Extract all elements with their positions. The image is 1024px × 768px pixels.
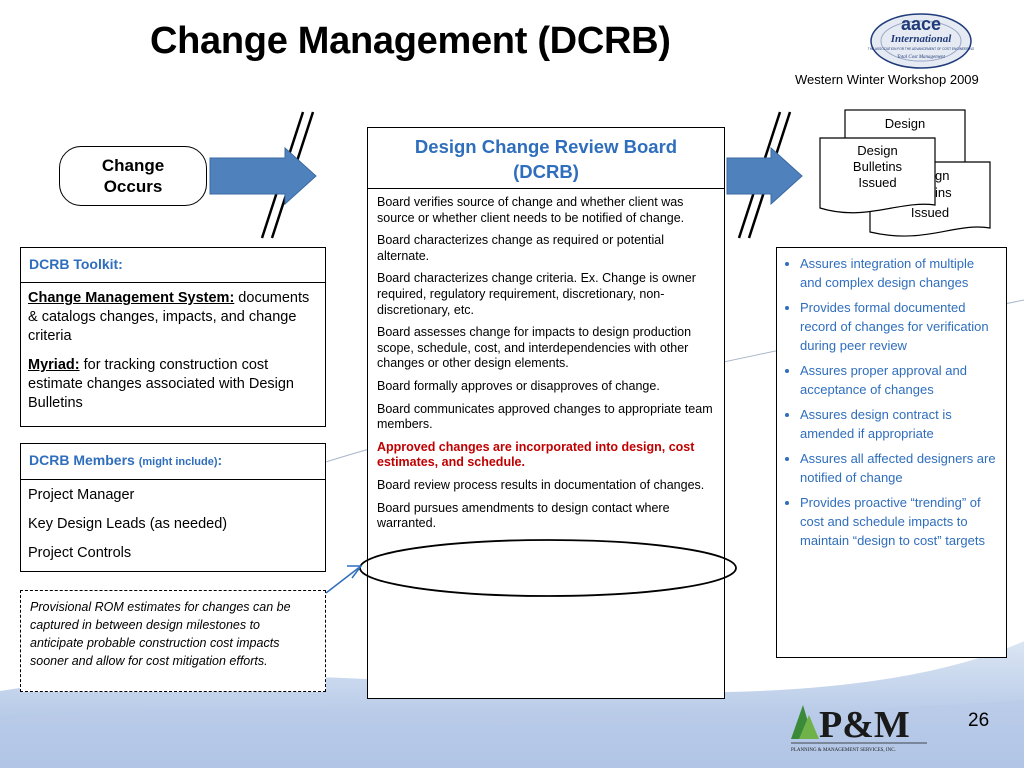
slide-number: 26 <box>968 710 990 731</box>
dcrb-item: Board communicates approved changes to a… <box>377 401 713 432</box>
aace-logo-motto: Total Cost Management <box>897 55 945 60</box>
aace-logo-sub: International <box>890 33 952 45</box>
dcrb-item: Board characterizes change as required o… <box>377 233 664 263</box>
toolkit-item: Myriad: for tracking construction cost e… <box>28 356 318 413</box>
toolkit-box: DCRB Toolkit: Change Management System: … <box>20 247 326 427</box>
toolkit-item: Change Management System: documents & ca… <box>28 289 318 346</box>
toolkit-term: Change Management System: <box>28 290 235 306</box>
dcrb-heading: Design Change Review Board (DCRB) <box>368 128 724 189</box>
pm-logo: P&M PLANNING & MANAGEMENT SERVICES, INC. <box>791 704 927 753</box>
benefits-box: Assures integration of multiple and comp… <box>776 247 1007 658</box>
change-occurs-box: Change Occurs <box>59 146 207 206</box>
pm-logo-sub: PLANNING & MANAGEMENT SERVICES, INC. <box>791 748 896 753</box>
bulletin-front-line: Issued <box>858 175 897 190</box>
aace-logo: aace International THE ASSOCIATION FOR T… <box>868 13 975 69</box>
benefit-item: Assures design contract is amended if ap… <box>800 405 996 443</box>
toolkit-term: Myriad: <box>28 357 80 373</box>
aace-logo-tagline: THE ASSOCIATION FOR THE ADVANCEMENT OF C… <box>868 47 975 51</box>
toolkit-text: for tracking construction cost estimate … <box>28 357 294 411</box>
benefit-item: Provides formal documented record of cha… <box>800 298 996 355</box>
toolkit-heading: DCRB Toolkit: <box>21 248 325 283</box>
dcrb-heading-line2: (DCRB) <box>513 161 579 182</box>
member-item: Project Controls <box>28 545 132 561</box>
change-occurs-line1: Change <box>101 156 165 175</box>
bulletin-front-line: Design <box>857 143 898 158</box>
benefit-item: Assures integration of multiple and comp… <box>800 254 996 292</box>
dcrb-item: Board assesses change for impacts to des… <box>377 325 692 371</box>
dcrb-item: Board pursues amendments to design conta… <box>377 500 670 531</box>
bulletin-back-top: Design <box>884 116 926 131</box>
bulletin-front-line: Bulletins <box>852 159 903 174</box>
dcrb-box: Design Change Review Board (DCRB) Board … <box>367 127 725 699</box>
dcrb-item: Board formally approves or disapproves o… <box>377 378 660 393</box>
benefit-item: Assures proper approval and acceptance o… <box>800 361 996 399</box>
dcrb-item: Board review process results in document… <box>377 477 705 492</box>
rom-note: Provisional ROM estimates for changes ca… <box>20 590 326 692</box>
benefit-item: Provides proactive “trending” of cost an… <box>800 493 996 550</box>
members-heading-small: (might include) <box>138 456 218 468</box>
member-item: Key Design Leads (as needed) <box>28 516 228 532</box>
aace-logo-brand: aace <box>901 14 941 34</box>
bulletin-back-bottom: Issued <box>910 205 950 220</box>
dcrb-heading-line1: Design Change Review Board <box>414 136 678 157</box>
dcrb-item-highlighted: Approved changes are incorporated into d… <box>377 439 695 470</box>
members-heading: DCRB Members (might include): <box>21 444 325 480</box>
bulletin-back-mid: gn <box>935 168 950 183</box>
change-occurs-line2: Occurs <box>103 177 163 196</box>
workshop-label: Western Winter Workshop 2009 <box>795 72 979 87</box>
page-title: Change Management (DCRB) <box>150 20 671 62</box>
dcrb-item: Board characterizes change criteria. Ex.… <box>377 271 696 317</box>
members-box: DCRB Members (might include): Project Ma… <box>20 443 326 572</box>
dcrb-item: Board verifies source of change and whet… <box>377 195 685 225</box>
benefit-item: Assures all affected designers are notif… <box>800 449 996 487</box>
pm-logo-brand: P&M <box>819 704 910 746</box>
toolkit-text: documents & catalogs changes, impacts, a… <box>28 290 310 344</box>
bulletin-back-mid2: ins <box>935 185 952 200</box>
members-heading-text: DCRB Members <box>29 452 135 468</box>
member-item: Project Manager <box>28 487 135 503</box>
members-heading-colon: : <box>217 452 223 468</box>
bulletin-front-text: Design Bulletins Issued <box>820 143 935 191</box>
